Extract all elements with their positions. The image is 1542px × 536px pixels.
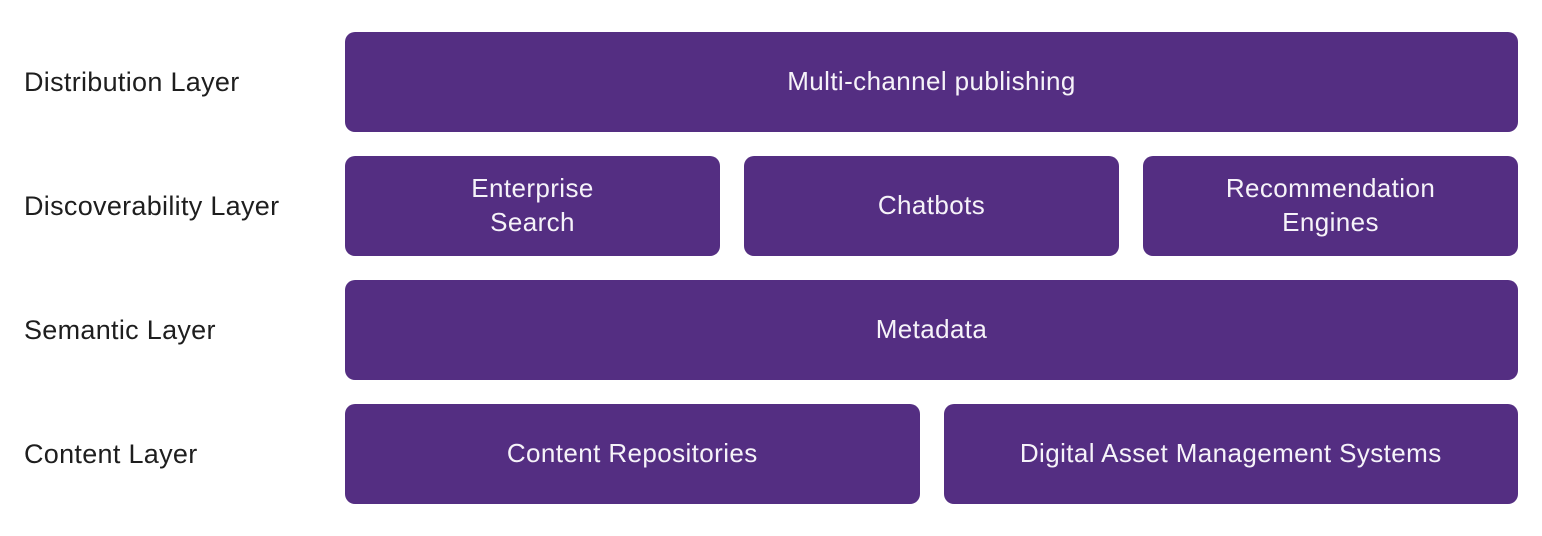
box-chatbots: Chatbots <box>744 156 1119 256</box>
box-recommendation-engines: Recommendation Engines <box>1143 156 1518 256</box>
row-semantic-boxes: Metadata <box>345 280 1518 380</box>
row-content-layer: Content Layer Content Repositories Digit… <box>0 404 1542 504</box>
row-discoverability-layer: Discoverability Layer Enterprise Search … <box>0 156 1542 256</box>
layer-label-content: Content Layer <box>24 438 198 469</box>
box-metadata: Metadata <box>345 280 1518 380</box>
row-semantic-layer: Semantic Layer Metadata <box>0 280 1542 380</box>
layer-label-distribution: Distribution Layer <box>24 66 240 97</box>
row-distribution-layer: Distribution Layer Multi-channel publish… <box>0 32 1542 132</box>
box-digital-asset-management-systems: Digital Asset Management Systems <box>943 404 1518 504</box>
box-enterprise-search: Enterprise Search <box>345 156 720 256</box>
layer-label-semantic: Semantic Layer <box>24 314 216 345</box>
row-distribution-boxes: Multi-channel publishing <box>345 32 1518 132</box>
layer-label-discoverability: Discoverability Layer <box>24 190 280 221</box>
row-discoverability-boxes: Enterprise Search Chatbots Recommendatio… <box>345 156 1518 256</box>
box-content-repositories: Content Repositories <box>345 404 920 504</box>
box-multi-channel-publishing: Multi-channel publishing <box>345 32 1518 132</box>
row-content-boxes: Content Repositories Digital Asset Manag… <box>345 404 1518 504</box>
